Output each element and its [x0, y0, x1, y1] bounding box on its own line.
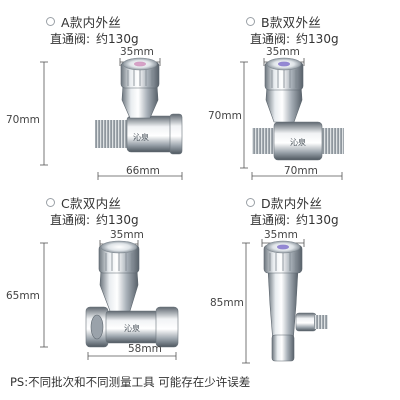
valve-type: 直通阀:	[50, 213, 91, 227]
handle-color-badge-icon	[134, 61, 146, 67]
handle-color-badge-icon	[277, 244, 289, 250]
valve-type: 直通阀:	[250, 213, 291, 227]
pipe-end-nut	[169, 113, 183, 155]
valve-c-illustration: 沁泉	[40, 240, 179, 360]
side-outlet	[295, 312, 317, 332]
product-title: B款双外丝	[261, 15, 322, 30]
product-title: D款内外丝	[261, 196, 323, 211]
thread-left	[252, 128, 276, 154]
bullet-dot-icon	[246, 17, 255, 26]
valve-a-illustration: 沁泉	[40, 57, 183, 180]
bullet-dot-icon	[46, 198, 55, 207]
measurement-disclaimer: PS:不同批次和不同测量工具 可能存在少许误差	[10, 375, 251, 389]
product-spec: 直通阀: 约130g	[50, 30, 139, 47]
valve-b-illustration: 沁泉	[240, 57, 344, 180]
product-spec: 直通阀: 约130g	[250, 30, 339, 47]
width-label: 35mm	[110, 229, 144, 241]
height-label: 85mm	[210, 297, 244, 309]
length-label: 70mm	[284, 165, 318, 177]
height-label: 65mm	[6, 290, 40, 302]
valve-type: 直通阀:	[250, 32, 291, 46]
brand-logo: 沁泉	[290, 137, 306, 147]
thread-left	[95, 120, 127, 148]
thread-right	[314, 315, 328, 329]
width-label: 35mm	[120, 46, 154, 58]
bullet-dot-icon	[46, 17, 55, 26]
height-label: 70mm	[6, 114, 40, 126]
thread-right	[320, 128, 344, 154]
product-d-panel: D款内外丝 直通阀: 约130g 35mm 85mm	[200, 185, 400, 370]
product-b-panel: B款双外丝 直通阀: 约130g 沁泉 35mm 70mm 70mm	[200, 0, 400, 185]
width-label: 35mm	[264, 229, 298, 241]
length-label: 58mm	[128, 343, 162, 355]
product-weight: 约130g	[296, 213, 339, 227]
pipe-body	[273, 121, 323, 161]
product-weight: 约130g	[96, 213, 139, 227]
product-a-panel: A款内外丝 直通阀: 约130g 沁泉 35mm 70mm 66mm	[0, 0, 200, 185]
handle-grip-ridges	[271, 70, 297, 88]
pipe-end-nut	[271, 334, 295, 362]
dimension-lines	[40, 58, 183, 180]
brand-logo: 沁泉	[133, 132, 149, 142]
handle-grip-ridges	[127, 70, 153, 86]
valve-d-illustration	[242, 239, 328, 364]
width-label: 35mm	[266, 46, 300, 58]
bullet-dot-icon	[246, 198, 255, 207]
brand-logo: 沁泉	[124, 323, 140, 333]
product-c-panel: C款双内丝 直通阀: 约130g 沁泉 35mm 65mm 58mm	[0, 185, 200, 370]
height-label: 70mm	[208, 110, 242, 122]
product-weight: 约130g	[296, 32, 339, 46]
pipe-end-nut	[155, 306, 179, 348]
inner-thread-opening	[90, 314, 104, 340]
product-title: A款内外丝	[61, 15, 122, 30]
valve-type: 直通阀:	[50, 32, 91, 46]
handle-grip-ridges	[105, 253, 133, 271]
product-spec: 直通阀: 约130g	[250, 211, 339, 228]
product-spec: 直通阀: 约130g	[50, 211, 139, 228]
handle-grip-ridges	[269, 253, 297, 271]
product-title: C款双内丝	[61, 196, 122, 211]
handle-color-badge-icon	[278, 61, 290, 67]
product-weight: 约130g	[96, 32, 139, 46]
length-label: 66mm	[126, 165, 160, 177]
